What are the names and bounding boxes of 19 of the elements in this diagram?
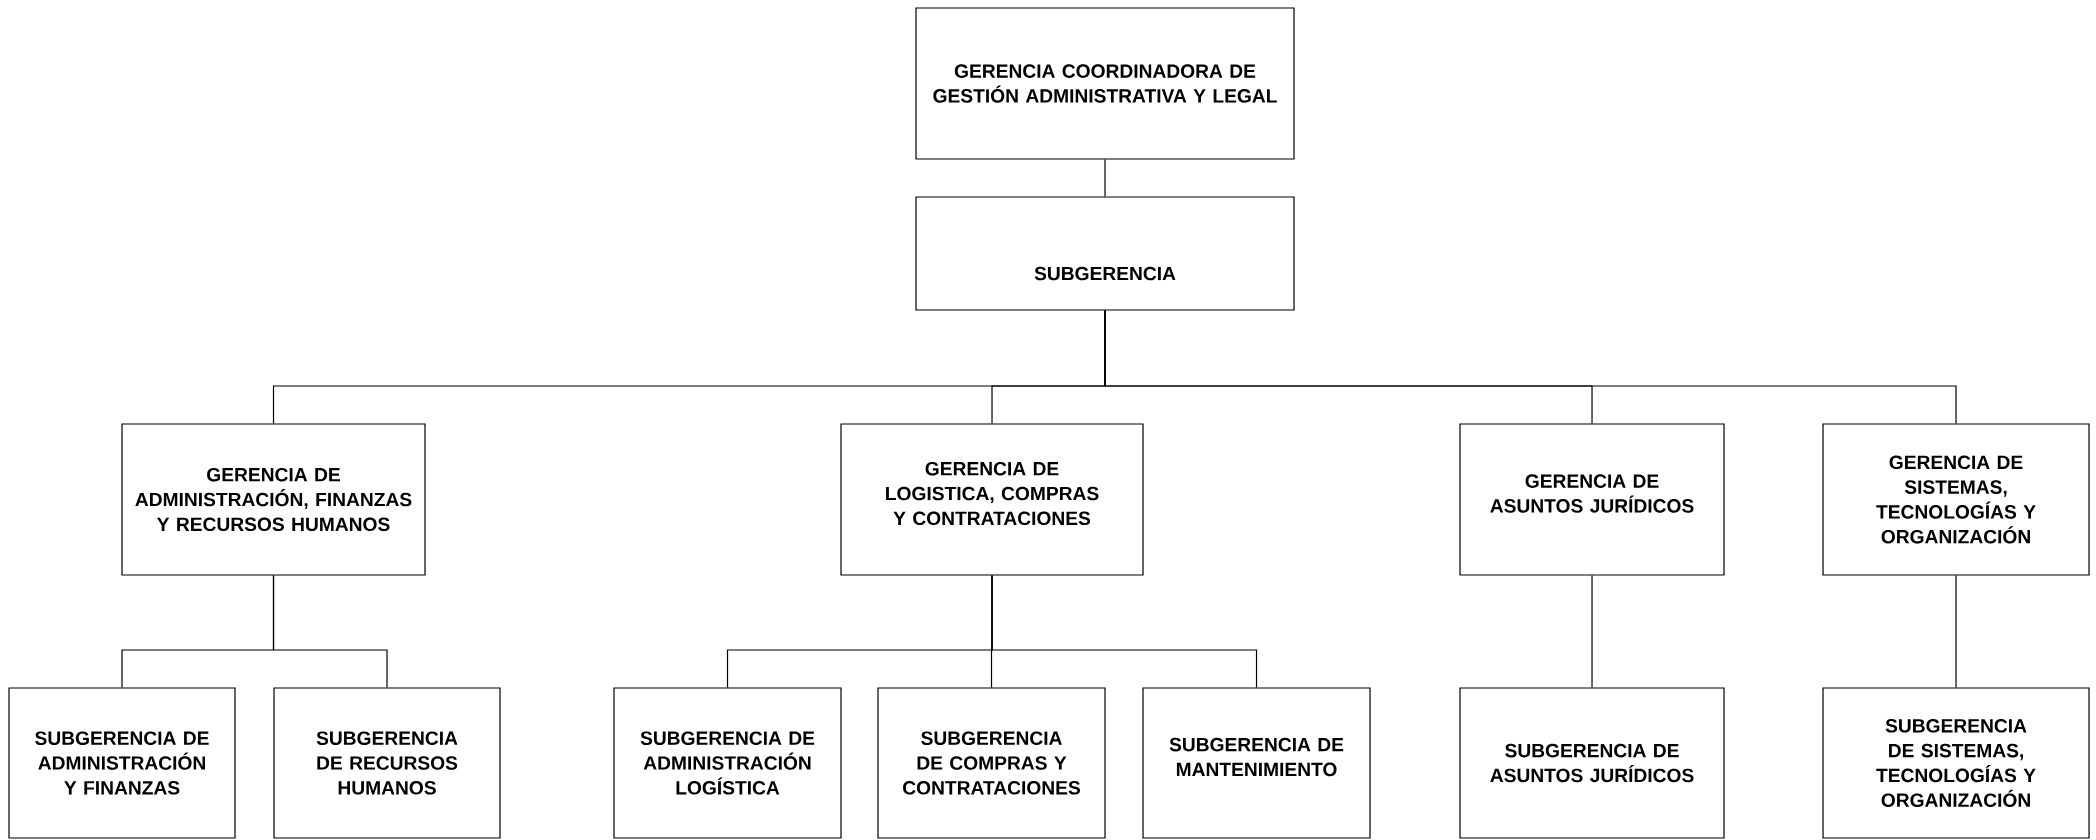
connector-line	[991, 575, 1258, 688]
connector-line	[1104, 159, 1106, 197]
org-box: SUBGERENCIA DE ADMINISTRACIÓN LOGÍSTICA	[613, 687, 842, 839]
org-box: GERENCIA DE SISTEMAS, TECNOLOGÍAS Y ORGANIZACIÓN	[1822, 423, 2090, 576]
org-box: GERENCIA COORDINADORA DE GESTIÓN ADMINISTRATIVA Y LEGAL	[915, 7, 1295, 160]
org-box: SUBGERENCIA DE RECURSOS HUMANOS	[273, 687, 501, 839]
connector-line	[1591, 575, 1593, 688]
org-box: SUBGERENCIA DE ASUNTOS JURÍDICOS	[1459, 687, 1725, 839]
org-box: GERENCIA DE LOGISTICA, COMPRAS Y CONTRATACIONES	[840, 423, 1144, 576]
connector-line	[272, 575, 388, 688]
org-box: SUBGERENCIA DE SISTEMAS, TECNOLOGÍAS Y ORGANIZACIÓN	[1822, 687, 2090, 839]
org-box: GERENCIA DE ASUNTOS JURÍDICOS	[1459, 423, 1725, 576]
org-box: SUBGERENCIA DE ADMINISTRACIÓN Y FINANZAS	[8, 687, 236, 839]
connector-line	[1104, 310, 1957, 424]
connector-line	[1955, 575, 1957, 688]
org-box: SUBGERENCIA DE COMPRAS Y CONTRATACIONES	[877, 687, 1106, 839]
org-box: SUBGERENCIA DE MANTENIMIENTO	[1142, 687, 1371, 839]
org-box: GERENCIA DE ADMINISTRACIÓN, FINANZAS Y RECURSOS HUMANOS	[121, 423, 426, 576]
org-box: SUBGERENCIA	[915, 196, 1295, 311]
